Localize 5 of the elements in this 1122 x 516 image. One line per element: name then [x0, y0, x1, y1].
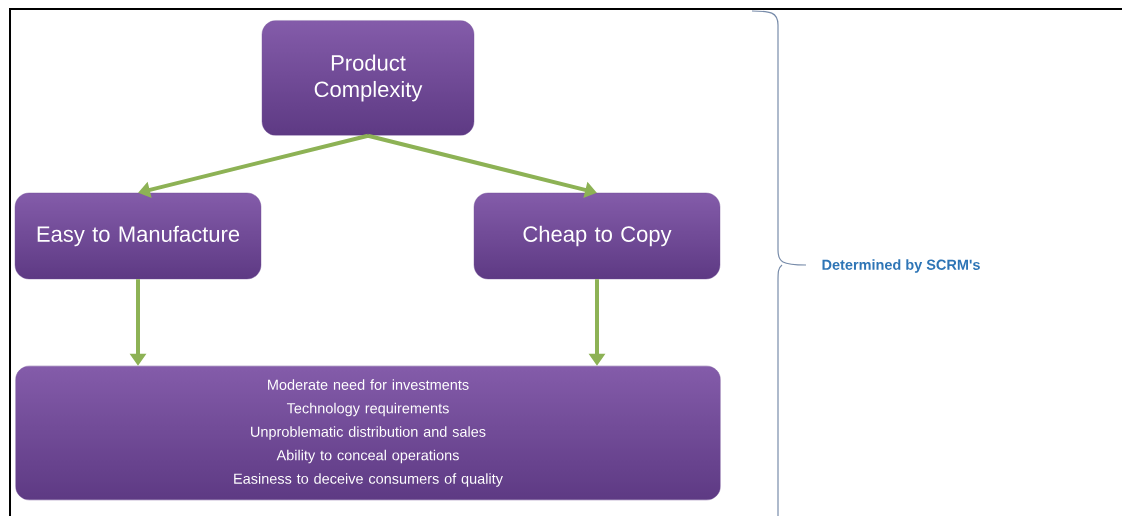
process-box: Cheap to Copy: [473, 192, 721, 280]
process-box: Moderate need for investments Technology requirements Unproblematic distribution and sales Ability to conceal operations Easiness to deceive consumers of quality: [15, 365, 721, 501]
brace-label: Determined by SCRM's: [822, 259, 980, 273]
process-box: Easy to Manufacture: [14, 192, 262, 280]
process-box: Product Complexity: [261, 20, 475, 136]
